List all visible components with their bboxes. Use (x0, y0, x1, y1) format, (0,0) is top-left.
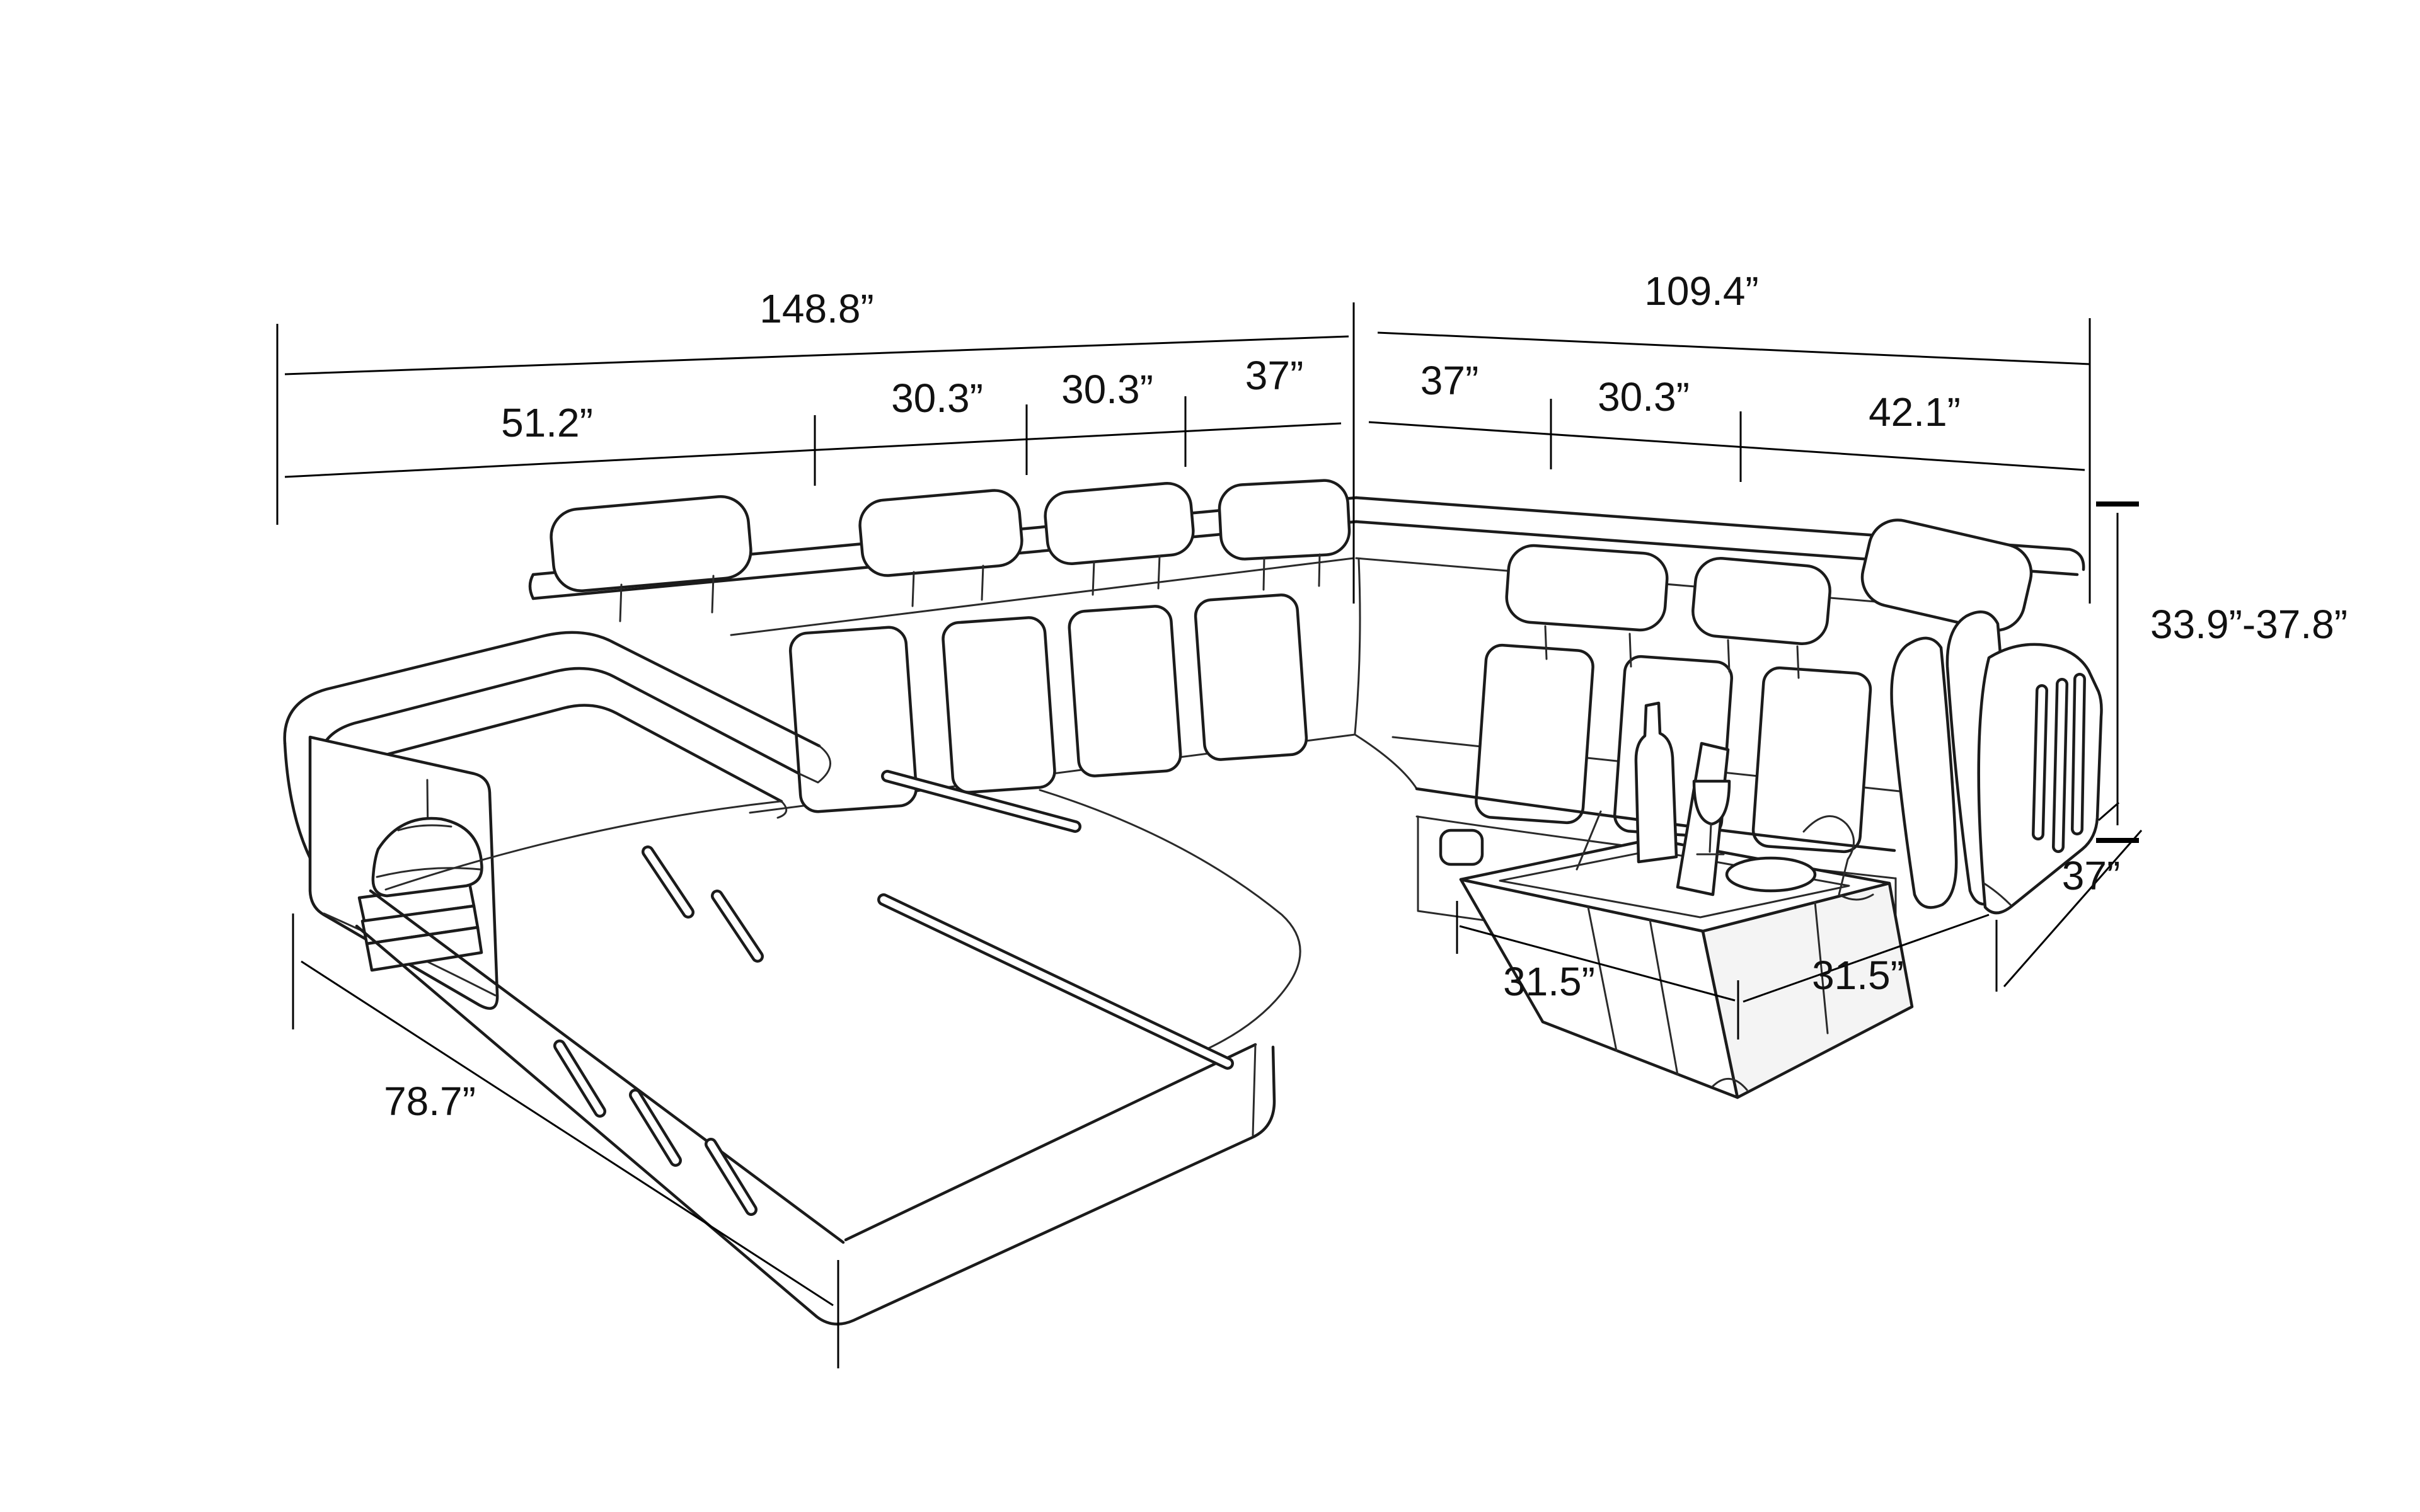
table-depth-line (1743, 914, 1990, 1003)
back-cushion (1751, 666, 1872, 854)
headrest-strap (1092, 554, 1161, 596)
headrest-pillow (858, 489, 1023, 577)
left-backrest-top-edge (730, 557, 1355, 636)
sofa-line-art (283, 479, 2103, 1326)
dim-label-table-depth: 31.5” (1812, 953, 1904, 998)
headrest-pillow (550, 495, 752, 593)
dim-label-seg: 30.3” (1598, 374, 1690, 420)
corner-seat-edge (1354, 733, 1418, 790)
pouf-depth-line (2003, 830, 2143, 987)
arm-band-outer (283, 631, 821, 748)
stir-stick (1576, 810, 1602, 871)
headrest-strap (1262, 553, 1321, 591)
chaise (355, 733, 1418, 1326)
dim-label-seg: 37” (1245, 353, 1304, 398)
pouf-slits (2032, 673, 2086, 853)
arm-band-endcaps (776, 745, 831, 819)
dim-label-height: 33.9”-37.8” (2150, 602, 2348, 647)
dim-left-total: 148.8” (284, 286, 1349, 375)
arm-slab (1890, 636, 1958, 909)
dim-label-seg: 37” (1420, 358, 1479, 403)
beanie-hat (371, 816, 483, 898)
right-pouf (1977, 643, 2103, 915)
headrest-pillow (1044, 482, 1195, 565)
dim-right-total: 109.4” (1377, 268, 2090, 365)
table-top (1459, 837, 1891, 933)
dim-label-table-width: 31.5” (1503, 959, 1595, 1004)
dim-line-left-total (284, 335, 1349, 375)
dim-label-seg: 30.3” (1061, 367, 1153, 412)
dim-left-segments: 51.2” 30.3” 30.3” 37” (284, 353, 1342, 486)
dim-label-seg: 30.3” (891, 375, 983, 421)
headrest-strap (619, 575, 715, 622)
rail-handle (1439, 828, 1484, 866)
back-cushion (1475, 643, 1594, 825)
dim-pouf-depth: 37” (1995, 801, 2143, 992)
table-width-line (1459, 925, 1736, 1002)
chaise-length-line (301, 960, 834, 1307)
table-seams (1587, 901, 1829, 1076)
dimension-annotations: 148.8” 51.2” 30.3” 30.3” 37” 109.4” 37” … (276, 268, 2348, 1368)
back-cushion (1194, 593, 1308, 761)
headrest-pillows (550, 479, 2033, 679)
headrest-strap (1544, 625, 1632, 668)
headrest-pillow (1218, 479, 1351, 561)
dim-right-segments: 37” 30.3” 42.1” (1368, 358, 2085, 482)
gooseneck-decor (1802, 815, 1874, 901)
dim-chaise-length: 78.7” (292, 914, 839, 1368)
dim-label-seg: 51.2” (501, 400, 593, 445)
chaise-side-edge (384, 800, 781, 891)
back-cushion (1068, 605, 1182, 777)
chaise-seat-front-edge (844, 1043, 1257, 1242)
wine-bottle (1634, 701, 1678, 864)
dim-line-left-segments (284, 422, 1342, 478)
left-rail-endcap (528, 573, 535, 600)
dim-label-seg: 42.1” (1869, 389, 1961, 435)
dim-label-right-total: 109.4” (1644, 268, 1758, 314)
vent-slits (553, 845, 764, 1216)
dim-label-left-total: 148.8” (759, 286, 873, 331)
back-cushion (942, 616, 1056, 794)
headrest-strap (1727, 639, 1800, 679)
headrest-pillow-arm (1860, 518, 2033, 632)
chaise-skirt-top-edge (369, 889, 845, 1244)
pouf-bottom-band (1983, 882, 2012, 906)
dim-height-range: 33.9”-37.8” (2096, 501, 2348, 843)
dim-line-right-segments (1368, 421, 2085, 471)
headrest-strap (911, 564, 984, 607)
tray-decor (1576, 701, 1874, 901)
dim-label-pouf-depth: 37” (2062, 853, 2121, 898)
right-back-top-rail (1354, 496, 2085, 571)
chaise-front-right-edge (1252, 1043, 1257, 1137)
chaise-cushion-seam (1039, 789, 1301, 1055)
pouf-edge-extension (2098, 801, 2119, 822)
decor-bowl (1725, 856, 1817, 893)
beanie-hat-folds (376, 824, 481, 878)
dim-table: 31.5” 31.5” (1456, 901, 1990, 1040)
accent-strips (877, 770, 1234, 1070)
sofa-bottom-edge (355, 924, 1276, 1326)
dim-line-right-total (1377, 331, 2090, 365)
corner-seam (1354, 558, 1361, 735)
dim-label-chaise-length: 78.7” (384, 1079, 476, 1124)
wine-glass-stem (1696, 823, 1725, 856)
headrest-pillow (1691, 556, 1831, 646)
back-cushion (788, 626, 918, 813)
tray-table (1459, 701, 1914, 1099)
table-notch (1712, 1077, 1748, 1091)
headrest-pillow (1505, 544, 1669, 632)
tray-lip (1499, 849, 1850, 919)
